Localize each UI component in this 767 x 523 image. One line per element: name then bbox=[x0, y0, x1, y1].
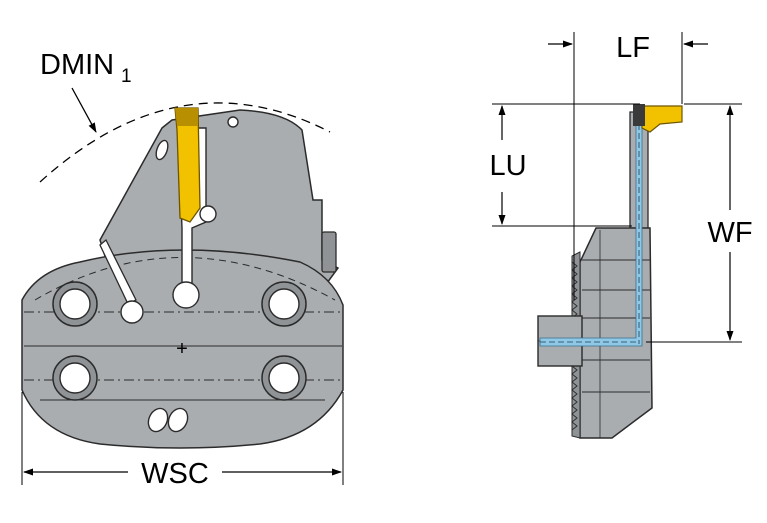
lf-label: LF bbox=[616, 32, 650, 64]
dmin-arc bbox=[39, 102, 331, 183]
clamp-screw-hole bbox=[172, 281, 200, 309]
bolt-hole-bottom-right bbox=[261, 355, 307, 401]
insert-shade bbox=[175, 108, 198, 126]
bolt-hole-bottom-left bbox=[52, 355, 98, 401]
front-dashed-contour bbox=[34, 257, 336, 301]
bolt-hole-top-right bbox=[261, 281, 307, 327]
side-view: LF LU WF bbox=[489, 32, 753, 439]
wf-label: WF bbox=[707, 217, 752, 249]
lu-label: LU bbox=[489, 150, 526, 182]
front-view: + DMIN 1 WSC bbox=[21, 49, 344, 490]
side-stud bbox=[321, 231, 337, 273]
dmin-label: DMIN bbox=[40, 49, 114, 81]
double-oval-slot bbox=[147, 407, 189, 433]
coolant-channel bbox=[99, 238, 137, 305]
screw-hole-small bbox=[199, 205, 217, 223]
dmin-subscript: 1 bbox=[121, 66, 132, 87]
dmin-leader bbox=[71, 87, 97, 133]
wsc-label: WSC bbox=[141, 458, 209, 490]
pin-hole-top bbox=[227, 116, 239, 128]
side-insert-clamp bbox=[633, 104, 645, 126]
center-mark: + bbox=[176, 338, 188, 360]
side-insert bbox=[641, 105, 683, 133]
oval-hole bbox=[155, 139, 169, 161]
bolt-hole-top-left bbox=[52, 281, 98, 327]
coolant-port bbox=[120, 300, 144, 324]
